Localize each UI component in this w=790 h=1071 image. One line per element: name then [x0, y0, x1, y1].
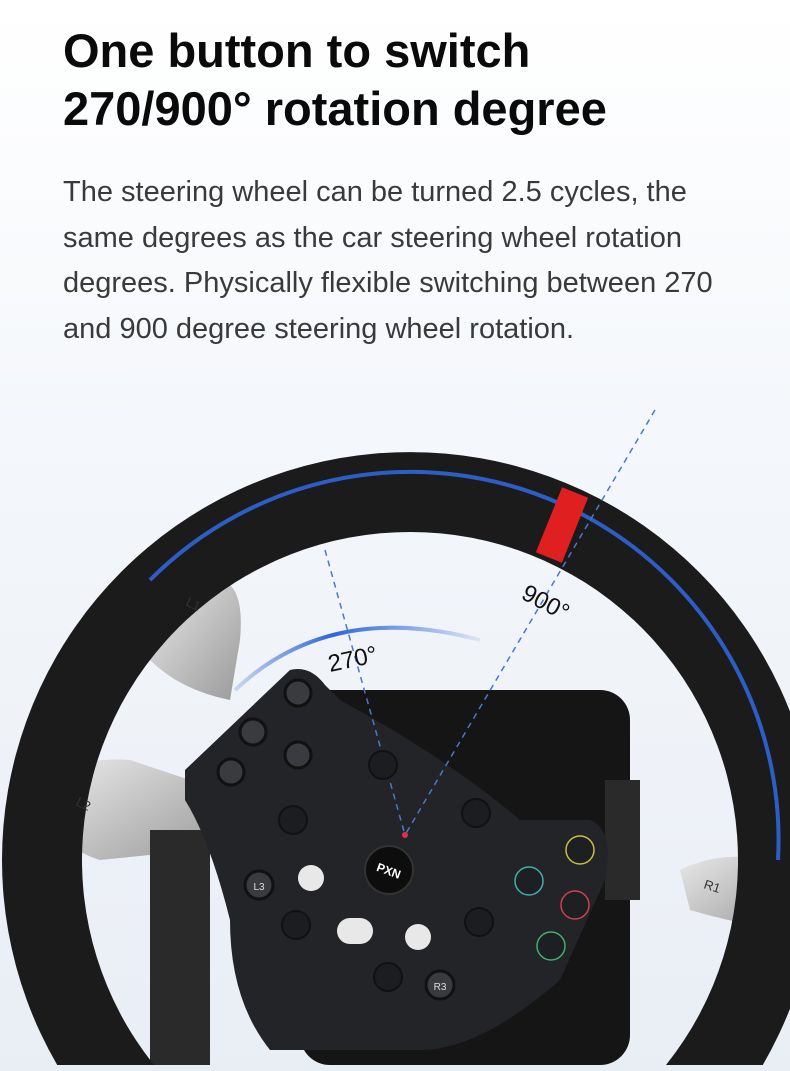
share-button — [298, 865, 324, 891]
paddle-label-l2: L2 — [74, 794, 93, 814]
triangle-button — [565, 835, 595, 865]
pxn-logo-button — [364, 845, 414, 895]
angle-line-900 — [404, 409, 656, 836]
dpad — [216, 678, 313, 787]
description: The steering wheel can be turned 2.5 cyc… — [63, 176, 713, 345]
l3-button — [243, 869, 275, 901]
pivot-dot — [402, 832, 408, 838]
headline-line-1: One button to switch — [63, 24, 531, 77]
screws — [278, 750, 494, 992]
circle-button — [560, 890, 590, 920]
r3-label: R3 — [434, 982, 447, 993]
red-center-marker — [535, 487, 589, 563]
paddle-label-r1: R1 — [702, 877, 722, 896]
paddle-label-l1: L1 — [184, 594, 203, 614]
base-stand-right — [605, 780, 640, 900]
l3-label: L3 — [253, 882, 265, 893]
wheel-rim — [2, 452, 790, 1065]
upload-button — [337, 918, 373, 944]
label-270: 270° — [326, 641, 380, 678]
dpad-down-button — [216, 757, 246, 787]
dpad-right-button — [283, 740, 313, 770]
dpad-left-button — [238, 717, 268, 747]
cross-button — [536, 931, 566, 961]
dpad-up-button — [283, 678, 313, 708]
r3-button — [424, 969, 456, 1001]
angle-line-270 — [324, 549, 406, 836]
menu-button — [405, 924, 431, 950]
base-stand-left — [150, 830, 210, 1065]
square-button — [514, 866, 544, 896]
headline: One button to switch 270/900° rotation d… — [63, 22, 607, 138]
arc-270 — [233, 625, 481, 692]
label-900: 900° — [517, 579, 574, 626]
headline-line-2: 270/900° rotation degree — [63, 82, 607, 135]
